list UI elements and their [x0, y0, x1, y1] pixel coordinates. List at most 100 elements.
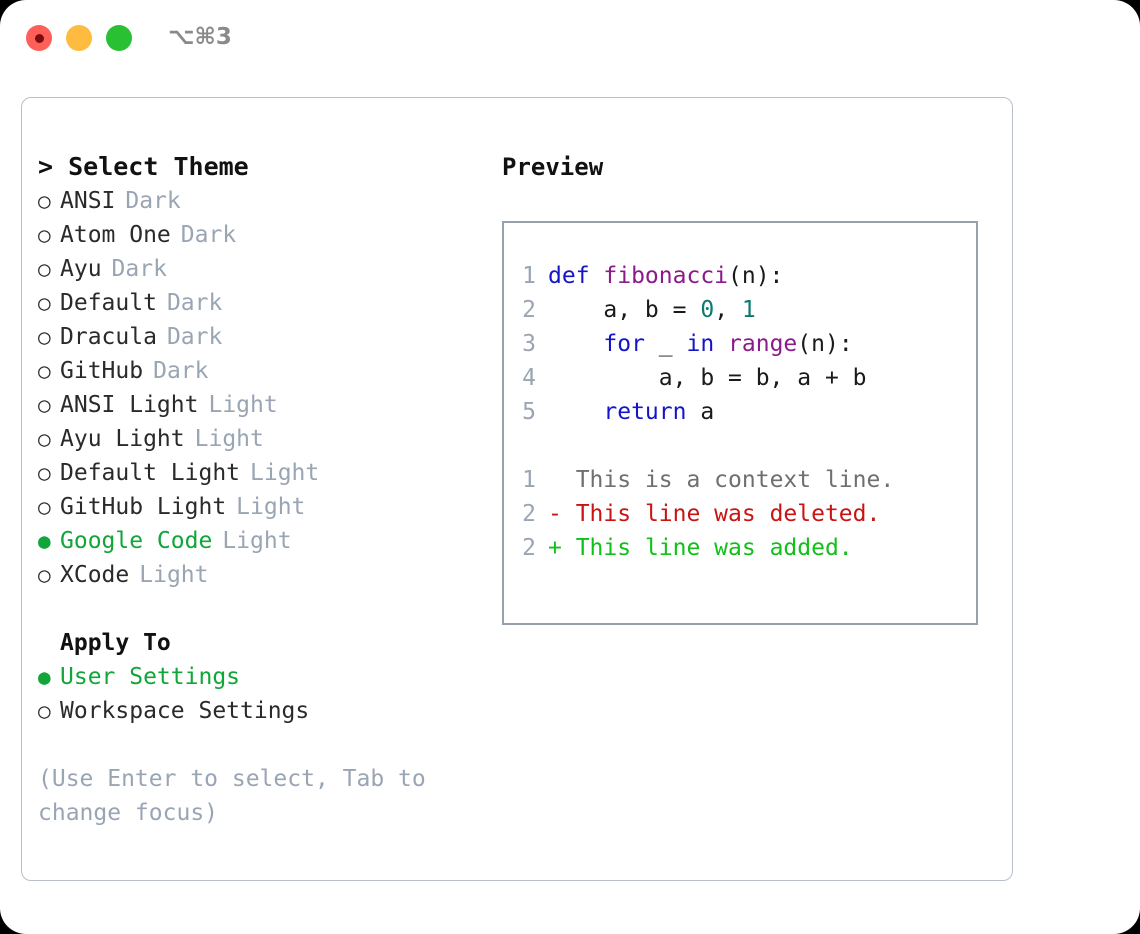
- code-token: ,: [714, 297, 742, 323]
- code-token: return: [603, 399, 687, 425]
- diff-line: 2- This line was deleted.: [522, 497, 894, 531]
- radio-unselected-icon: ○: [38, 461, 51, 485]
- theme-kind-badge: Dark: [180, 222, 237, 248]
- diff-text: This line was added.: [575, 535, 853, 561]
- code-token: range: [728, 331, 798, 357]
- theme-name: Atom One: [60, 222, 171, 248]
- theme-name: Google Code: [60, 528, 213, 554]
- theme-option-ansi[interactable]: ○ ANSI Dark: [38, 184, 498, 218]
- theme-kind-badge: Dark: [153, 358, 209, 384]
- apply-to-option-user-settings[interactable]: ● User Settings: [38, 660, 498, 694]
- keyboard-shortcut-label: ⌥⌘3: [168, 24, 232, 50]
- theme-name: Default Light: [60, 460, 241, 486]
- radio-unselected-icon: ○: [38, 359, 51, 383]
- code-line: 5 return a: [522, 395, 894, 429]
- line-number: 5: [522, 399, 536, 425]
- code-line: 2 a, b = 0, 1: [522, 293, 894, 327]
- theme-name: Dracula: [60, 324, 157, 350]
- apply-to-header: Apply To: [60, 630, 171, 656]
- apply-to-option-workspace-settings[interactable]: ○ Workspace Settings: [38, 694, 498, 728]
- theme-kind-badge: Dark: [125, 188, 181, 214]
- code-token: 1: [741, 297, 756, 323]
- list-spacer: [38, 592, 498, 626]
- minimize-button[interactable]: [66, 25, 92, 51]
- theme-name: ANSI: [60, 188, 116, 214]
- apply-to-list[interactable]: ● User Settings ○ Workspace Settings: [38, 660, 498, 728]
- theme-kind-badge: Dark: [166, 290, 223, 316]
- close-button[interactable]: [26, 25, 52, 51]
- code-token: for: [603, 331, 645, 357]
- theme-name: XCode: [60, 562, 130, 588]
- line-number: 1: [522, 263, 536, 289]
- radio-unselected-icon: ○: [38, 257, 51, 281]
- theme-name: ANSI Light: [60, 392, 199, 418]
- hint-spacer: [38, 728, 498, 762]
- theme-kind-badge: Dark: [166, 324, 223, 350]
- traffic-lights: [26, 25, 132, 51]
- code-token: a: [686, 399, 715, 425]
- apply-to-name: Workspace Settings: [60, 698, 310, 724]
- theme-kind-badge: Light: [208, 392, 278, 418]
- line-number: 1: [522, 467, 536, 493]
- diff-text: This is a context line.: [575, 467, 895, 493]
- theme-option-ansi-light[interactable]: ○ ANSI Light Light: [38, 388, 498, 422]
- theme-kind-badge: Light: [250, 460, 320, 486]
- theme-name: Ayu Light: [60, 426, 185, 452]
- code-diff-separator: [522, 429, 894, 463]
- radio-unselected-icon: ○: [38, 427, 51, 451]
- apply-to-name: User Settings: [60, 664, 241, 690]
- theme-option-default[interactable]: ○ Default Dark: [38, 286, 498, 320]
- diff-marker: -: [548, 501, 576, 527]
- code-token: _: [644, 331, 687, 357]
- radio-unselected-icon: ○: [38, 291, 51, 315]
- radio-unselected-icon: ○: [38, 393, 51, 417]
- zoom-button[interactable]: [106, 25, 132, 51]
- code-token: (n):: [728, 263, 784, 289]
- diff-line: 1 This is a context line.: [522, 463, 894, 497]
- theme-kind-badge: Light: [222, 528, 292, 554]
- radio-unselected-icon: ○: [38, 189, 51, 213]
- theme-name: GitHub: [60, 358, 144, 384]
- radio-unselected-icon: ○: [38, 495, 51, 519]
- theme-kind-badge: Light: [139, 562, 209, 588]
- diff-marker: +: [548, 535, 576, 561]
- diff-marker: [548, 467, 576, 493]
- theme-option-default-light[interactable]: ○ Default Light Light: [38, 456, 498, 490]
- code-token: [714, 331, 728, 357]
- line-number: 2: [522, 535, 536, 561]
- radio-unselected-icon: ○: [38, 699, 51, 723]
- code-token: a, b =: [548, 297, 701, 323]
- code-line: 3 for _ in range(n):: [522, 327, 894, 361]
- theme-option-ayu-light[interactable]: ○ Ayu Light Light: [38, 422, 498, 456]
- radio-selected-icon: ●: [38, 665, 51, 689]
- code-token: 0: [700, 297, 715, 323]
- code-token: (n):: [797, 331, 853, 357]
- theme-option-github[interactable]: ○ GitHub Dark: [38, 354, 498, 388]
- code-token: def: [548, 263, 604, 289]
- theme-kind-badge: Light: [194, 426, 264, 452]
- theme-name: Default: [60, 290, 157, 316]
- keyboard-hint: (Use Enter to select, Tab to change focu…: [38, 766, 440, 826]
- diff-line: 2 + This line was added.: [522, 531, 894, 565]
- theme-name: GitHub Light: [60, 494, 227, 520]
- theme-name: Ayu: [60, 256, 102, 282]
- line-number: 2: [522, 297, 536, 323]
- code-token: a, b = b, a + b: [548, 365, 867, 391]
- line-number: 2: [522, 501, 536, 527]
- radio-selected-icon: ●: [38, 529, 51, 553]
- code-token: in: [686, 331, 715, 357]
- theme-option-google-code[interactable]: ● Google Code Light: [38, 524, 498, 558]
